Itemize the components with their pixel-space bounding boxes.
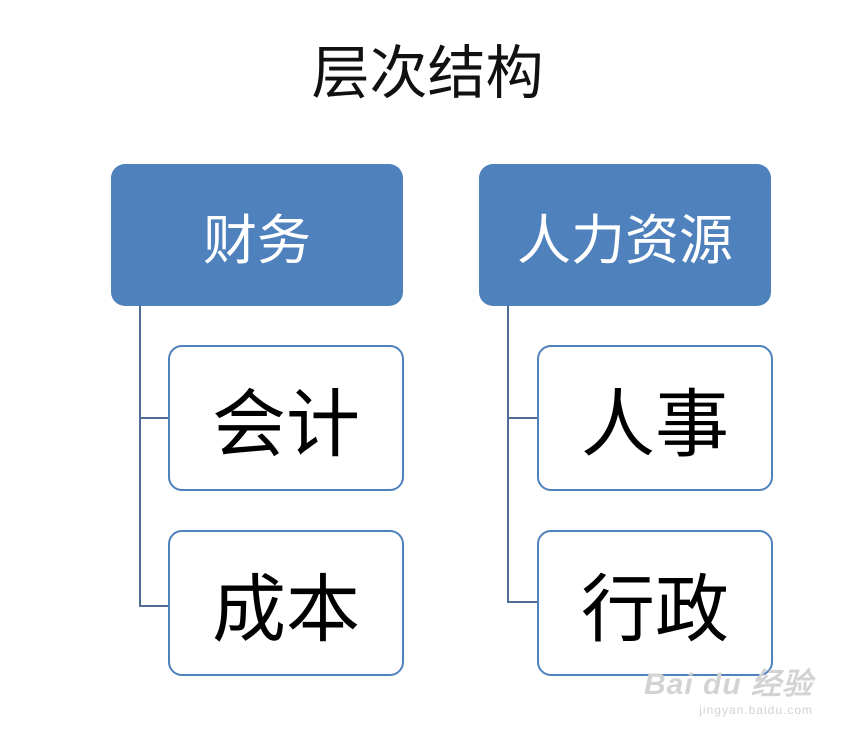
- diagram-title: 层次结构: [311, 39, 544, 107]
- child-node-administration: 行政: [537, 530, 773, 676]
- child-node-personnel: 人事: [537, 345, 773, 491]
- parent-node-hr: 人力资源: [479, 164, 771, 306]
- child-node-accounting: 会计: [168, 345, 404, 491]
- child-label-accounting: 会计: [212, 381, 360, 468]
- parent-node-finance: 财务: [111, 164, 403, 306]
- baidu-watermark: Bai du 经验 jingyan.baidu.com: [644, 659, 813, 717]
- child-node-cost: 成本: [168, 530, 404, 676]
- child-label-personnel: 人事: [581, 381, 729, 468]
- child-label-administration: 行政: [581, 566, 729, 653]
- child-label-cost: 成本: [212, 566, 360, 653]
- connector-hr: [507, 306, 537, 603]
- parent-label-finance: 财务: [203, 208, 311, 272]
- connector-finance: [139, 306, 168, 607]
- parent-label-hr: 人力资源: [517, 208, 733, 272]
- watermark-brand: Bai du 经验: [643, 668, 813, 701]
- watermark-url: jingyan.baidu.com: [699, 703, 813, 717]
